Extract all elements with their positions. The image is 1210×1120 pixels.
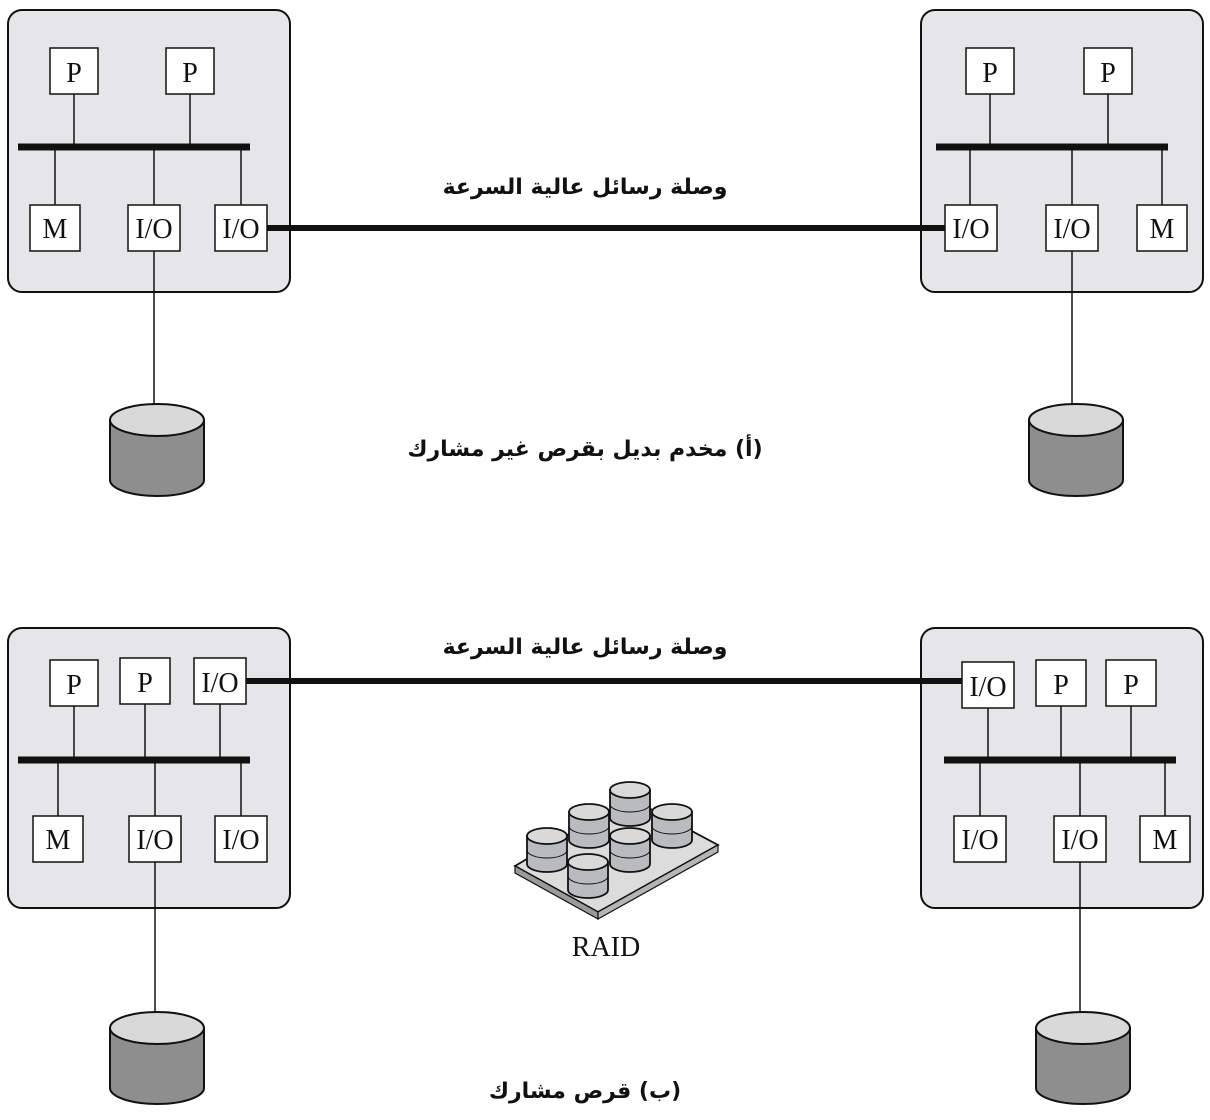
- processor-label: P: [982, 58, 998, 89]
- io-box-link: [214, 204, 268, 252]
- io-box: [214, 815, 268, 863]
- raid-label: RAID: [572, 932, 640, 963]
- processor-label: P: [66, 670, 82, 701]
- io-label: I/O: [201, 668, 238, 699]
- processor-label: P: [66, 58, 82, 89]
- memory-box: [32, 815, 84, 863]
- processor-label: P: [1053, 670, 1069, 701]
- local-disk-icon: [1028, 403, 1124, 497]
- io-label: I/O: [1053, 214, 1090, 245]
- io-box-link: [193, 657, 247, 705]
- memory-label: M: [1153, 825, 1178, 856]
- processor-label: P: [1100, 58, 1116, 89]
- io-label: I/O: [952, 214, 989, 245]
- processor-label: P: [137, 668, 153, 699]
- processor-box: [49, 47, 99, 95]
- memory-box: [29, 204, 81, 252]
- part-b-shared-disk: P P I/O M I/O I/O I/O: [7, 627, 1204, 1105]
- io-label: I/O: [961, 825, 998, 856]
- processor-box: [1105, 659, 1157, 707]
- local-disk-icon: [109, 1011, 205, 1105]
- io-label: I/O: [1061, 825, 1098, 856]
- node-a-right: P P I/O I/O M: [920, 9, 1204, 497]
- node-b-right: I/O P P I/O I/O M: [920, 627, 1204, 1105]
- io-label: I/O: [136, 825, 173, 856]
- raid-array-icon: [513, 781, 720, 921]
- memory-box: [1139, 815, 1191, 863]
- local-disk-icon: [1035, 1011, 1131, 1105]
- link-label-b: وصلة رسائل عالية السرعة: [443, 635, 728, 660]
- io-box: [1053, 815, 1107, 863]
- caption-a: (أ) مخدم بديل بقرص غير مشارك: [407, 433, 762, 462]
- io-label: I/O: [222, 825, 259, 856]
- processor-label: P: [1123, 670, 1139, 701]
- io-label: I/O: [969, 672, 1006, 703]
- processor-label: P: [182, 58, 198, 89]
- memory-label: M: [43, 214, 68, 245]
- node-a-left: P P M I/O I/O: [7, 9, 291, 497]
- io-label: I/O: [222, 214, 259, 245]
- memory-box: [1136, 204, 1188, 252]
- memory-label: M: [1150, 214, 1175, 245]
- part-a-shared-nothing: P P M I/O I/O P P: [7, 9, 1204, 497]
- io-box: [127, 204, 181, 252]
- processor-box: [1035, 659, 1087, 707]
- processor-box: [965, 47, 1015, 95]
- io-label: I/O: [135, 214, 172, 245]
- caption-b: (ب) قرص مشارك: [489, 1079, 681, 1104]
- memory-label: M: [46, 825, 71, 856]
- io-box: [953, 815, 1007, 863]
- link-label-a: وصلة رسائل عالية السرعة: [443, 175, 728, 200]
- processor-box: [119, 657, 171, 705]
- local-disk-icon: [109, 403, 205, 497]
- node-b-left: P P I/O M I/O I/O: [7, 627, 291, 1105]
- io-box: [1045, 204, 1099, 252]
